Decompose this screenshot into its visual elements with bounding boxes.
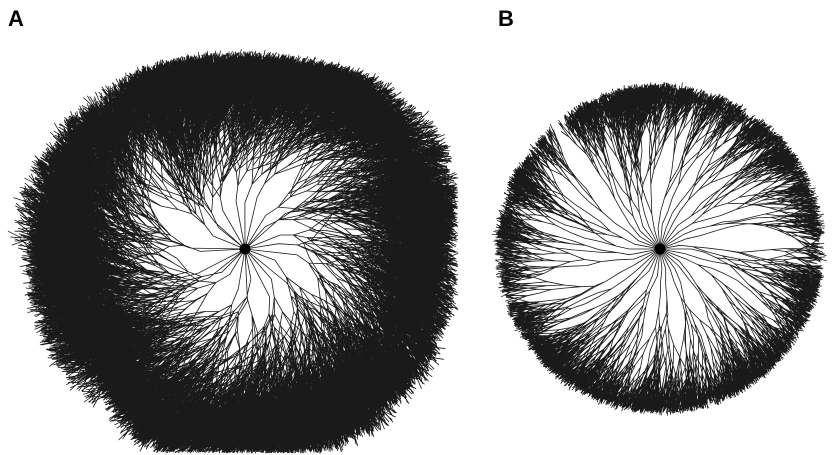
branches-a — [8, 50, 458, 454]
root-node-b — [655, 244, 666, 255]
branching-network-b — [480, 0, 833, 455]
branch-segments — [8, 50, 458, 454]
root-node-a — [240, 244, 251, 255]
branching-network-a — [0, 0, 460, 455]
